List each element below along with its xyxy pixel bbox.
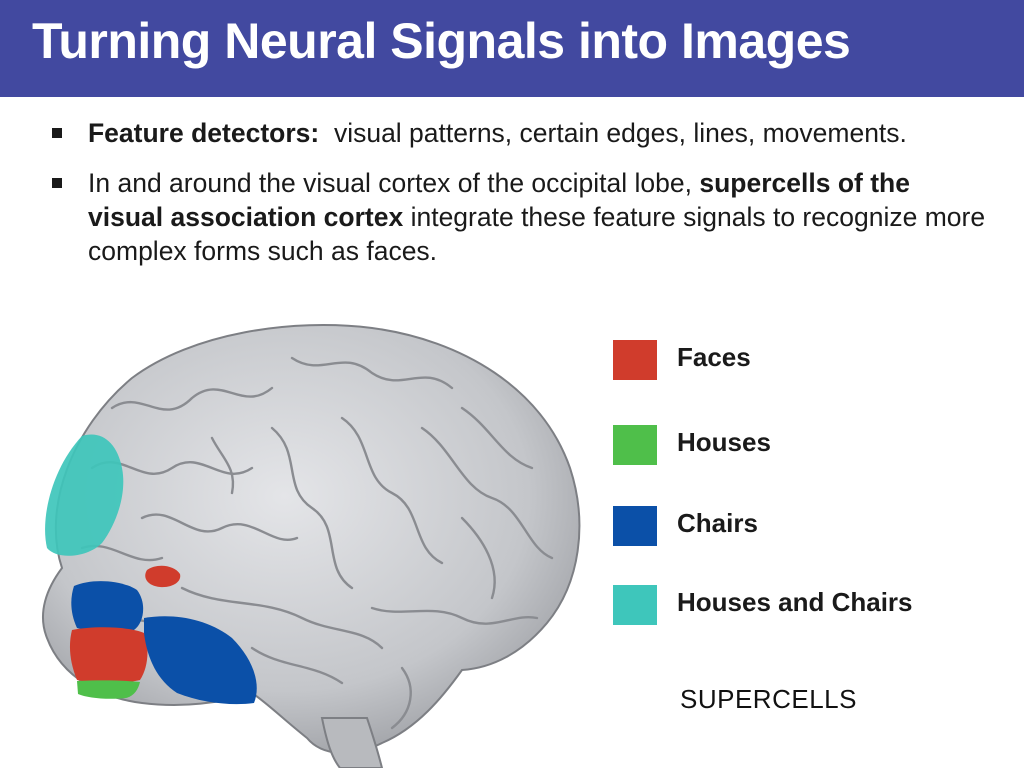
legend-label: Houses <box>677 427 771 457</box>
bullet-text-before: In and around the visual cortex of the o… <box>88 168 692 198</box>
bullet-feature-detectors: Feature detectors: visual patterns, cert… <box>46 116 986 150</box>
region-chairs-posterior <box>71 581 144 633</box>
legend-swatch-chairs <box>613 506 657 546</box>
region-houses <box>77 680 140 699</box>
supercells-caption: SUPERCELLS <box>680 684 857 714</box>
bullet-bold-phrase: supercells of the visual association cor… <box>88 168 910 232</box>
legend-label: Chairs <box>677 508 758 538</box>
legend-swatch-houses-and-chairs <box>613 585 657 625</box>
legend-label: Faces <box>677 342 751 372</box>
brain-illustration <box>22 318 588 769</box>
legend-label: Houses and Chairs <box>677 587 913 617</box>
slide-title: Turning Neural Signals into Images <box>32 13 851 69</box>
bullet-lead: Feature detectors: <box>88 118 320 148</box>
region-chairs-temporal <box>144 616 257 705</box>
square-bullet-icon <box>52 128 62 138</box>
legend-swatch-houses <box>613 425 657 465</box>
bullet-supercells: In and around the visual cortex of the o… <box>46 166 986 268</box>
region-houses-and-chairs <box>45 434 124 556</box>
bullet-text: visual patterns, certain edges, lines, m… <box>333 118 907 148</box>
region-faces-large <box>69 627 148 683</box>
bullet-text-after: integrate these feature signals to recog… <box>88 202 986 266</box>
region-faces-small <box>145 565 181 588</box>
title-bar: Turning Neural Signals into Images <box>0 0 1024 97</box>
square-bullet-icon <box>52 178 62 188</box>
brain-folds <box>80 356 554 730</box>
legend-swatch-faces <box>613 340 657 380</box>
brain-svg <box>42 324 581 769</box>
bullet-list: Feature detectors: visual patterns, cert… <box>46 116 986 284</box>
